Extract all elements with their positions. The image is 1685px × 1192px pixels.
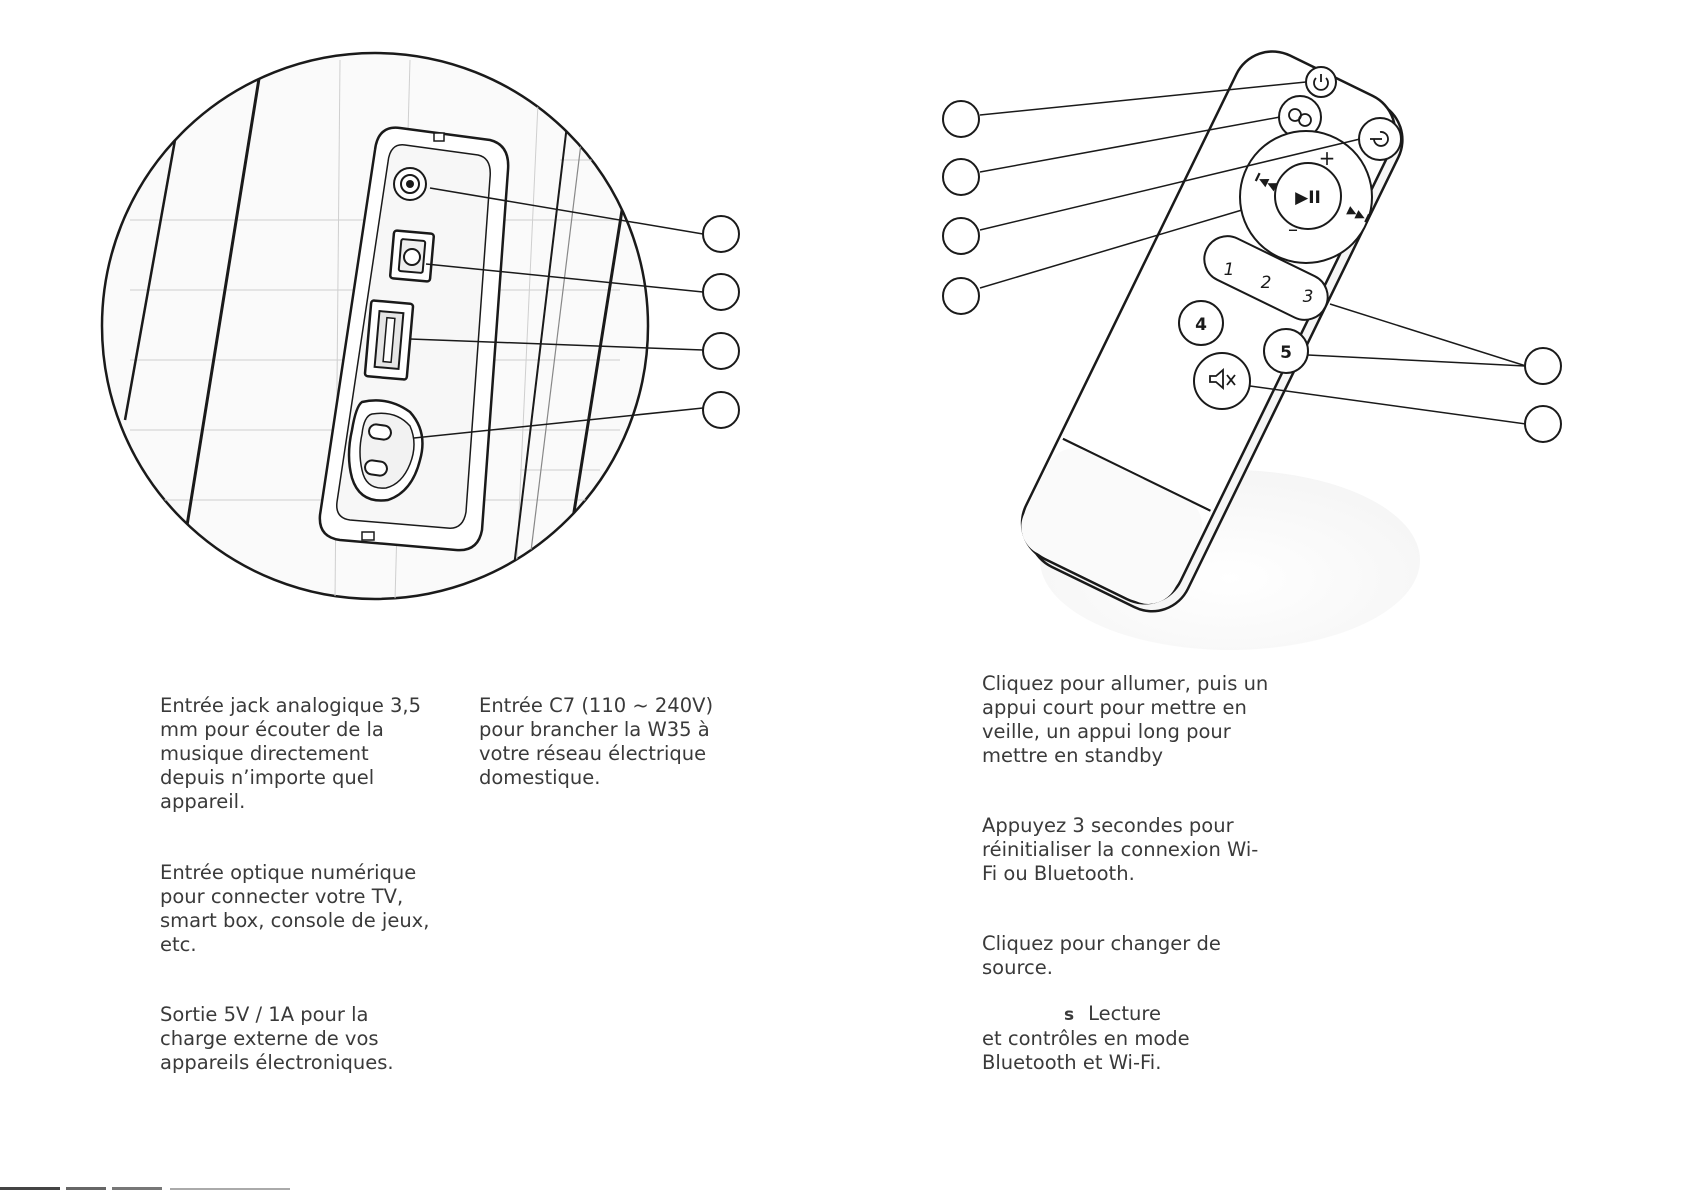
callout-marker <box>1524 405 1562 443</box>
playback-caption-bold: s <box>1064 1005 1075 1025</box>
callout-marker <box>942 158 980 196</box>
volume-playback-ring: ▶II I◀◀ ▶▶I + – <box>1239 130 1373 264</box>
link-button-caption: Appuyez 3 secondes pour réinitialiser la… <box>982 814 1259 885</box>
svg-text:4: 4 <box>1195 315 1207 335</box>
playback-caption: s Lecture et contrôles en mode Bluetooth … <box>982 1002 1272 1075</box>
power-button <box>1305 66 1337 98</box>
power-input-caption: Entrée C7 (110 ~ 240V) pour brancher la … <box>479 694 714 789</box>
svg-text:5: 5 <box>1280 343 1292 363</box>
preset-1: 1 <box>1224 260 1235 280</box>
callout-marker <box>702 215 740 253</box>
callout-marker <box>942 217 980 255</box>
callout-marker <box>702 273 740 311</box>
power-button-caption: Cliquez pour allumer, puis un appui cour… <box>982 672 1269 767</box>
c7-power-input <box>347 399 424 502</box>
callout-marker <box>942 277 980 315</box>
optical-input-caption: Entrée optique numérique pour connecter … <box>160 861 430 956</box>
callout-marker <box>702 391 740 429</box>
play-pause-icon: ▶II <box>1295 188 1321 208</box>
jack-input-caption: Entrée jack analogique 3,5 mm pour écout… <box>160 694 422 813</box>
playback-caption-rest: et contrôles en mode Bluetooth et Wi-Fi. <box>982 1027 1190 1074</box>
preset-button-4: 4 <box>1178 300 1224 346</box>
preset-2: 2 <box>1261 273 1272 293</box>
usb-output-caption: Sortie 5V / 1A pour la charge externe de… <box>160 1003 394 1074</box>
preset-buttons-1-3: 1 2 3 <box>1203 235 1329 321</box>
source-icon <box>1373 131 1389 147</box>
volume-minus: – <box>1288 217 1298 241</box>
callout-marker <box>702 332 740 370</box>
callout-marker <box>1524 347 1562 385</box>
callout-marker <box>942 100 980 138</box>
footer-mark <box>0 1187 290 1190</box>
preset-3: 3 <box>1303 287 1314 307</box>
power-icon <box>1313 77 1329 91</box>
jack-input <box>393 167 427 201</box>
back-panel-zoom <box>100 51 740 601</box>
source-button-caption: Cliquez pour changer de source. <box>982 932 1221 979</box>
remote-control: ▶II I◀◀ ▶▶I + – 1 2 3 4 5 <box>942 50 1562 650</box>
source-button <box>1358 117 1402 161</box>
usb-output <box>363 299 415 381</box>
playback-caption-line1: Lecture <box>1088 1002 1161 1025</box>
mute-button <box>1193 352 1251 410</box>
mute-icon <box>1209 368 1236 390</box>
volume-plus: + <box>1319 146 1336 170</box>
link-icon <box>1288 108 1312 127</box>
optical-input <box>388 229 436 283</box>
preset-button-5: 5 <box>1263 328 1309 374</box>
